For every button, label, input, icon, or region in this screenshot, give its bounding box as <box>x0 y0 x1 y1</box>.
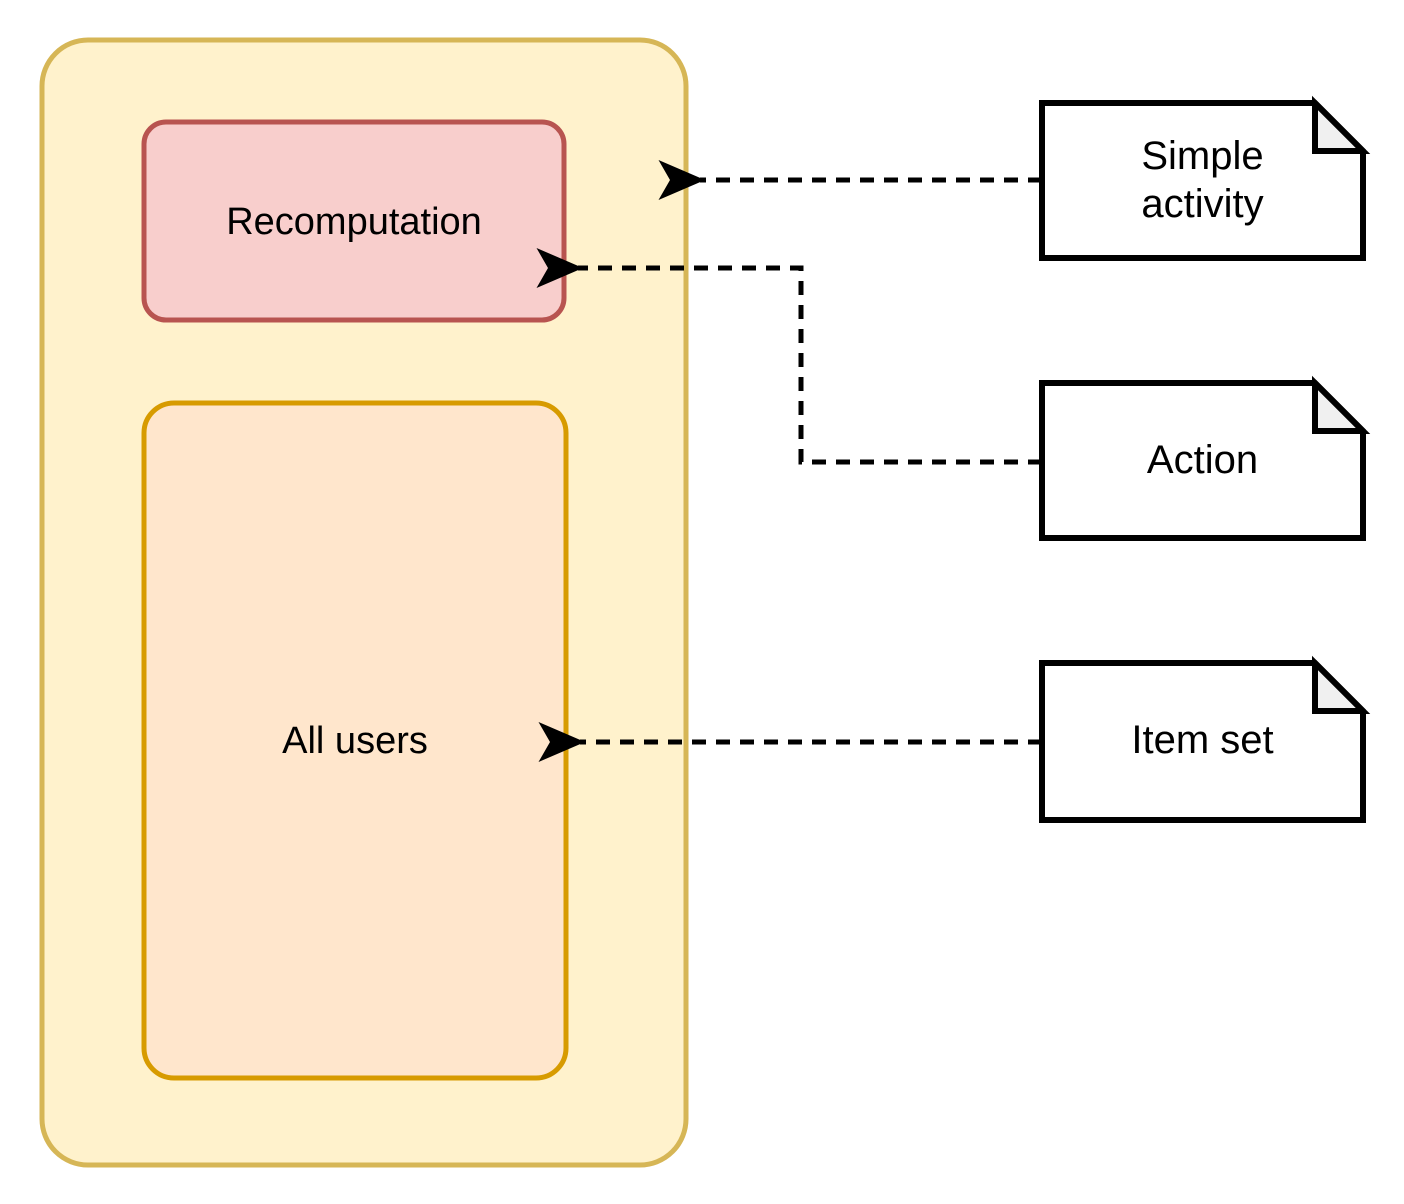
all-users-node[interactable] <box>141 400 569 1081</box>
note-action[interactable] <box>1039 375 1371 541</box>
note-fold-icon <box>1312 95 1371 154</box>
note-fold-icon <box>1312 375 1371 434</box>
recomputation-node[interactable] <box>141 119 567 323</box>
note-fold-icon <box>1312 655 1371 714</box>
note-body-shape <box>1039 380 1366 541</box>
connector-action[interactable] <box>536 248 1042 465</box>
note-item-set[interactable] <box>1039 655 1371 823</box>
note-body-shape <box>1039 660 1366 823</box>
note-body-shape <box>1039 100 1366 261</box>
note-simple-activity[interactable] <box>1039 95 1371 261</box>
